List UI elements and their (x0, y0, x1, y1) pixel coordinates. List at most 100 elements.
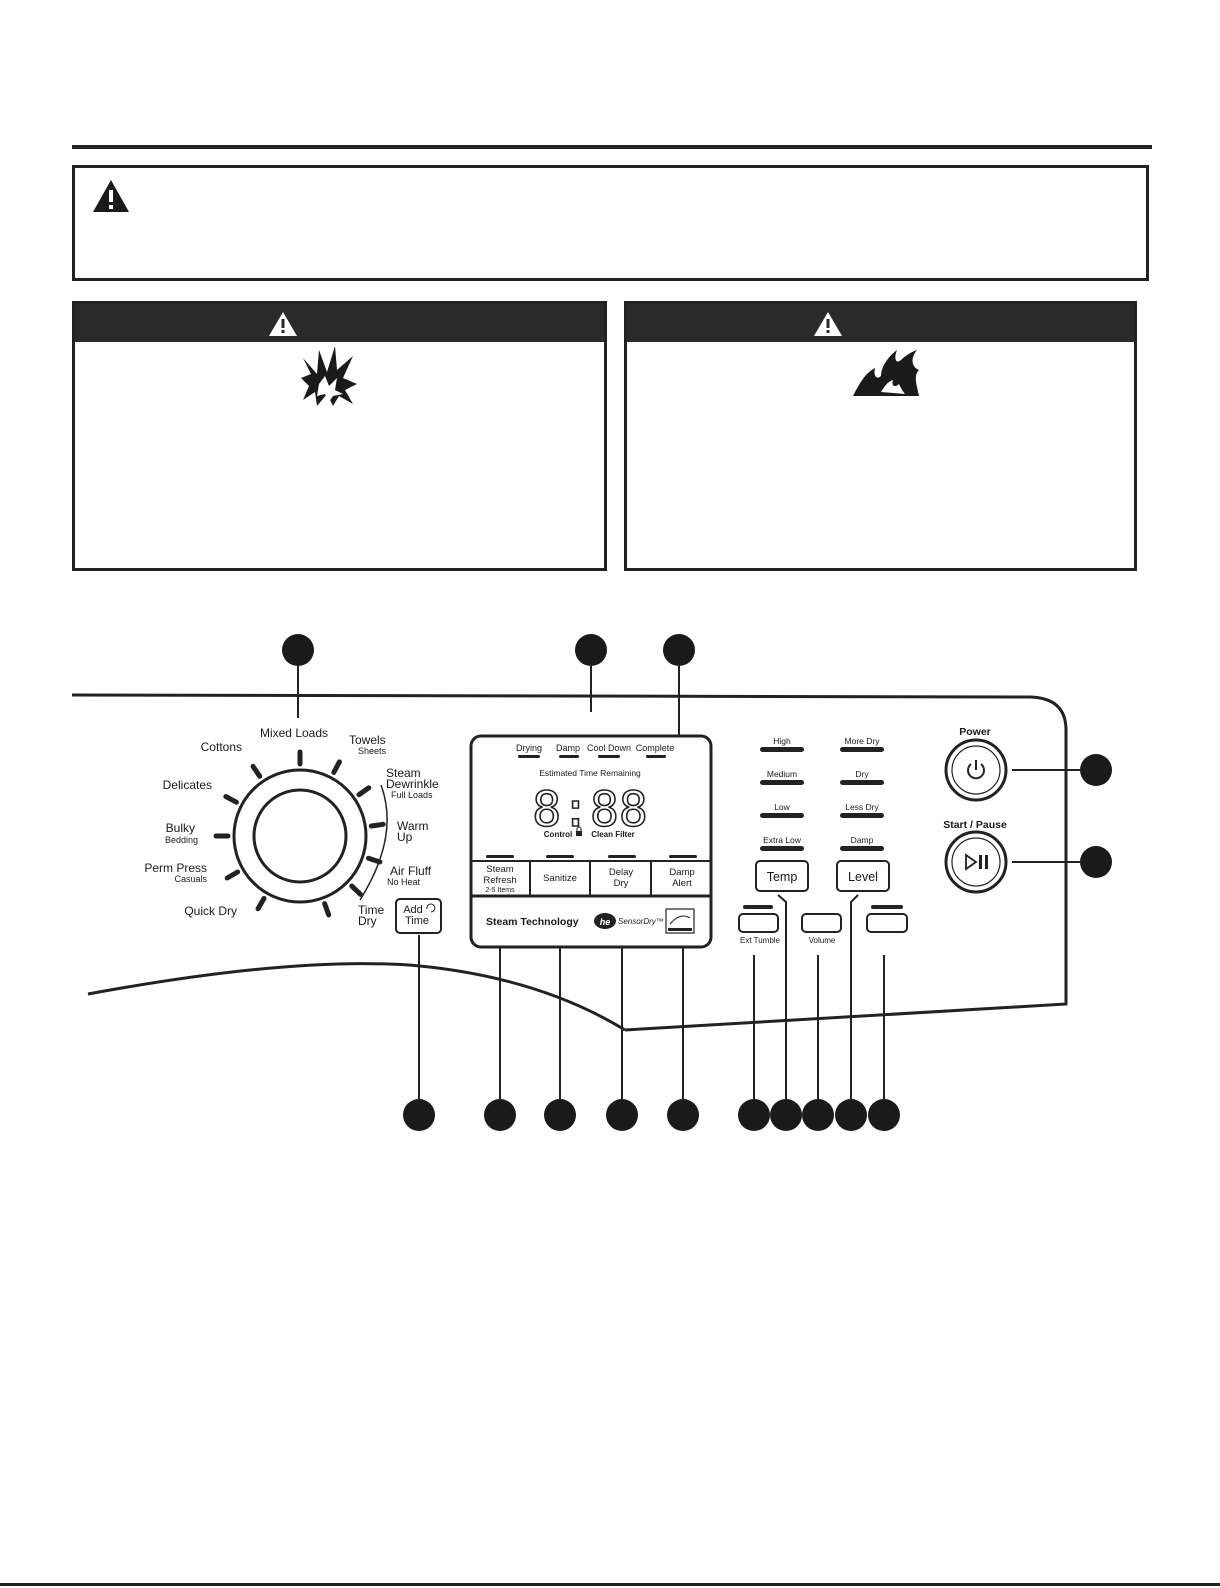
callout-steam-refresh (484, 1099, 516, 1131)
steam-refresh-button[interactable]: Steam Refresh 2-5 Items (483, 864, 516, 894)
setting-indicator-light (840, 747, 884, 752)
knob-tick (356, 785, 372, 798)
panel-outline (71, 693, 1068, 1032)
energy-star-icon (665, 908, 695, 934)
callout-markers (282, 634, 1112, 1131)
cycle-warm[interactable]: Warm (397, 819, 429, 833)
cycle-time-dry[interactable]: Dry (358, 914, 377, 928)
level-button[interactable]: Level (836, 860, 890, 892)
warning-header-bar (627, 304, 1134, 342)
warning-triangle-icon (814, 312, 842, 336)
cycle-dewrinkle[interactable]: Dewrinkle (386, 777, 439, 791)
volume-label: Volume (809, 936, 836, 945)
ext-tumble-button[interactable]: Ext Tumble (738, 905, 781, 945)
setting-indicator-light (760, 813, 804, 818)
unlabeled-option-button[interactable] (866, 905, 908, 933)
level-more-dry: More Dry (845, 736, 881, 746)
power-icon (967, 760, 985, 780)
delay-dry-button[interactable]: Delay Dry (609, 867, 634, 889)
cycle-up[interactable]: Up (397, 830, 413, 844)
temp-low: Low (774, 802, 790, 812)
damp-alert-label-2: Alert (672, 878, 692, 889)
cycle-towels-sub: Sheets (358, 746, 387, 756)
callout-status-lights (575, 634, 607, 666)
callout-temp (770, 1099, 802, 1131)
damp-alert-label-1: Damp (669, 867, 694, 878)
lock-icon (576, 826, 582, 836)
add-time-label-1: Add (403, 904, 423, 916)
clean-filter-label: Clean Filter (591, 830, 635, 839)
cycle-air-fluff-sub: No Heat (387, 877, 421, 887)
callout-add-time (403, 1099, 435, 1131)
safety-notice-box (72, 165, 1149, 281)
status-damp: Damp (556, 743, 580, 753)
knob-tick (331, 759, 342, 775)
temp-button[interactable]: Temp (755, 860, 809, 892)
cycle-bulky-sub: Bedding (165, 835, 198, 845)
cycle-steam[interactable]: Steam (386, 766, 421, 780)
svg-text:he: he (600, 917, 611, 927)
knob-tick (349, 883, 363, 897)
he-logo-icon: he (594, 913, 616, 929)
callout-volume (802, 1099, 834, 1131)
callout-delay-dry (606, 1099, 638, 1131)
delay-dry-label-2: Dry (614, 878, 629, 889)
explosion-warning-box (72, 301, 607, 571)
time-arc (359, 784, 388, 901)
add-time-button[interactable]: Add Time (395, 898, 442, 934)
cycle-time[interactable]: Time (358, 903, 385, 917)
cycle-perm-press[interactable]: Perm Press (144, 861, 207, 875)
callout-ext-tumble (738, 1099, 770, 1131)
level-button-label: Level (848, 870, 878, 884)
cycle-selector-knob[interactable] (232, 768, 368, 904)
fire-warning-box (624, 301, 1137, 571)
steam-refresh-label-3: 2-5 Items (485, 887, 515, 894)
level-dry: Dry (855, 769, 869, 779)
cycle-quick-dry[interactable]: Quick Dry (184, 904, 237, 918)
cycle-towels[interactable]: Towels (349, 733, 386, 747)
warning-triangle-icon (93, 180, 129, 212)
power-button[interactable] (944, 738, 1008, 802)
cycle-cottons[interactable]: Cottons (201, 740, 242, 754)
setting-indicator-light (760, 747, 804, 752)
level-damp: Damp (851, 835, 874, 845)
sanitize-button[interactable]: Sanitize (543, 873, 577, 884)
start-pause-button[interactable] (944, 830, 1008, 894)
fire-icon (853, 350, 919, 396)
start-pause-label: Start / Pause (943, 819, 1007, 831)
knob-tick (365, 855, 383, 865)
setting-indicator-light (760, 846, 804, 851)
knob-tick (322, 901, 332, 918)
knob-tick-marks (213, 749, 386, 918)
steam-refresh-label-1: Steam (486, 864, 514, 875)
cycle-mixed-loads[interactable]: Mixed Loads (260, 726, 328, 740)
steam-refresh-label-2: Refresh (483, 875, 516, 886)
knob-tick (223, 794, 239, 805)
damp-alert-button[interactable]: Damp Alert (669, 867, 694, 889)
knob-tick (224, 869, 241, 881)
add-time-label-2: Time (405, 915, 429, 927)
status-indicator-lights (518, 755, 666, 758)
delay-dry-label-1: Delay (609, 867, 634, 878)
cycle-delicates[interactable]: Delicates (163, 778, 212, 792)
warning-triangle-icon (269, 312, 297, 336)
header-rule (72, 145, 1152, 149)
callout-cycle-knob (282, 634, 314, 666)
status-cool-down: Cool Down (587, 743, 631, 753)
volume-button[interactable]: Volume (801, 913, 842, 945)
temp-button-label: Temp (767, 870, 798, 884)
callout-power (1080, 754, 1112, 786)
cycle-bulky[interactable]: Bulky (166, 821, 195, 835)
callout-sanitize (544, 1099, 576, 1131)
cycle-air-fluff[interactable]: Air Fluff (390, 864, 432, 878)
level-less-dry: Less Dry (845, 802, 879, 812)
option-indicator-lights (486, 855, 697, 858)
estimated-time-label: Estimated Time Remaining (539, 768, 641, 778)
play-pause-icon (965, 853, 988, 871)
setting-indicator-light (760, 780, 804, 785)
knob-tick (368, 821, 386, 829)
temp-level-indicators (760, 747, 884, 851)
steam-technology-label: Steam Technology (486, 916, 579, 928)
setting-indicator-light (840, 780, 884, 785)
callout-damp-alert (667, 1099, 699, 1131)
